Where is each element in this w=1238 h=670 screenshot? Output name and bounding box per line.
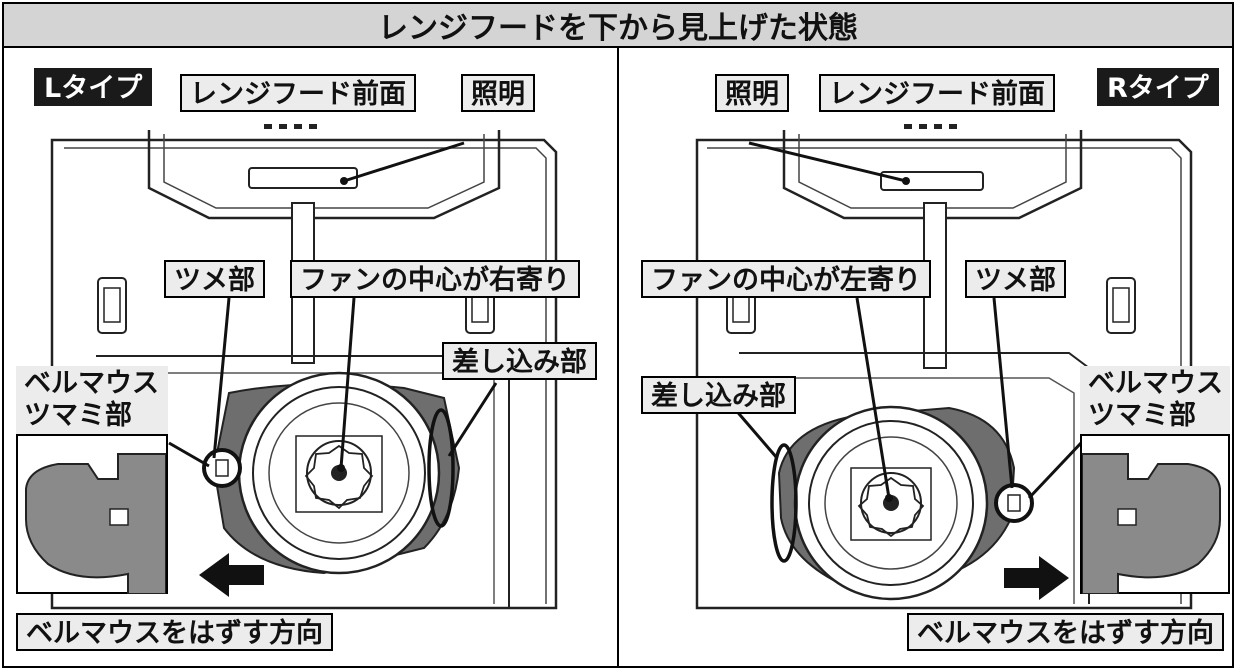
knob-label-line2-r: ツマミ部 bbox=[1088, 400, 1196, 431]
direction-label-l: ベルマウスをはずす方向 bbox=[16, 613, 333, 651]
fan-center-label-l: ファンの中心が右寄り bbox=[290, 260, 580, 298]
type-badge-l: Lタイプ bbox=[34, 68, 153, 106]
panel-l-type: Lタイプ レンジフード前面 照明 ツメ部 ファンの中心が右寄り 差し込み部 ベル… bbox=[2, 48, 619, 668]
front-label-r: レンジフード前面 bbox=[819, 74, 1055, 112]
knob-label-l: ベルマウス ツマミ部 bbox=[16, 366, 168, 436]
fan-center-label-r: ファンの中心が左寄り bbox=[641, 260, 931, 298]
light-label-r: 照明 bbox=[715, 74, 789, 112]
light-label-l: 照明 bbox=[461, 74, 535, 112]
insert-label-l: 差し込み部 bbox=[442, 342, 597, 380]
knob-detail-l bbox=[25, 453, 166, 594]
knob-label-line1-r: ベルマウス bbox=[1088, 368, 1223, 399]
direction-label-r: ベルマウスをはずす方向 bbox=[907, 613, 1224, 651]
knob-detail-r bbox=[1082, 453, 1221, 594]
diagram-title: レンジフードを下から見上げた状態 bbox=[2, 2, 1234, 48]
knob-label-line1-l: ベルマウス bbox=[24, 368, 159, 399]
knob-label-r: ベルマウス ツマミ部 bbox=[1080, 366, 1230, 436]
knob-inset-l: ベルマウス ツマミ部 bbox=[16, 366, 168, 594]
front-label-l: レンジフード前面 bbox=[180, 74, 416, 112]
type-badge-r: Rタイプ bbox=[1097, 68, 1219, 106]
insert-label-r: 差し込み部 bbox=[641, 376, 796, 414]
claw-label-l: ツメ部 bbox=[164, 260, 265, 298]
hood-drawing-l bbox=[50, 124, 558, 610]
panel-r-type: 照明 レンジフード前面 Rタイプ ファンの中心が左寄り ツメ部 差し込み部 ベル… bbox=[619, 48, 1234, 668]
knob-inset-r: ベルマウス ツマミ部 bbox=[1080, 366, 1230, 594]
claw-label-r: ツメ部 bbox=[965, 260, 1066, 298]
hood-drawing-r bbox=[695, 124, 1193, 610]
knob-label-line2-l: ツマミ部 bbox=[24, 400, 132, 431]
